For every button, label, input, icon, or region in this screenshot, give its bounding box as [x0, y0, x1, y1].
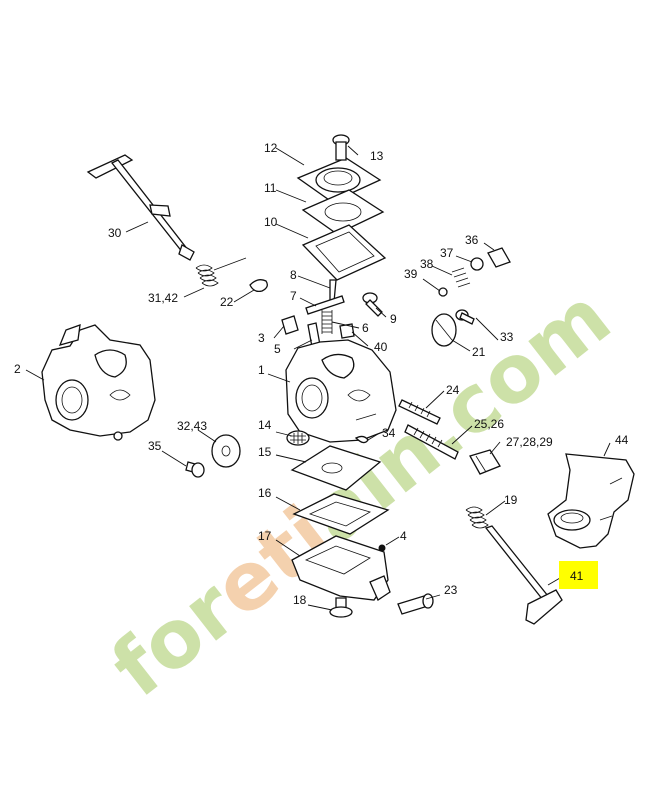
part-screw-9 [362, 292, 383, 317]
part-screw-23 [397, 593, 434, 615]
part-screen-40 [339, 323, 355, 339]
part-ball-39 [438, 287, 448, 297]
leader-lines [25, 145, 611, 611]
part-screw-13 [332, 134, 350, 161]
part-lever-7 [305, 295, 345, 315]
part-screw-18 [329, 597, 353, 618]
part-clip-22 [249, 279, 268, 293]
callout-7: 7 [290, 289, 297, 303]
callout-5: 5 [274, 342, 281, 356]
part-screw-33 [455, 309, 475, 325]
part-cover-17 [291, 535, 391, 601]
callout-18: 18 [293, 593, 307, 607]
callout-33: 33 [500, 330, 514, 344]
callout-1: 1 [258, 363, 265, 377]
part-adjusting-screw-25 [404, 424, 459, 460]
part-spring-6 [321, 310, 333, 334]
callout-16: 16 [258, 486, 272, 500]
callout-12: 12 [264, 141, 278, 155]
callout-2: 2 [14, 362, 21, 376]
part-screw-35 [185, 461, 205, 478]
callout-24: 24 [446, 383, 460, 397]
callout-labels: 12 13 11 10 30 8 31,42 22 7 9 6 3 5 40 2… [14, 141, 629, 607]
callout-4: 4 [400, 529, 407, 543]
callout-34: 34 [382, 426, 396, 440]
callout-11: 11 [264, 181, 277, 195]
callout-35: 35 [148, 439, 162, 453]
part-carburetor-left [41, 324, 156, 441]
svg-text:foretiain.com: foretiain.com [94, 270, 627, 715]
part-gasket-10 [301, 224, 387, 281]
callout-31-42: 31,42 [148, 291, 178, 305]
callout-3: 3 [258, 331, 265, 345]
part-spring-38 [451, 267, 471, 288]
callout-25-26: 25,26 [474, 417, 504, 431]
callout-21: 21 [472, 345, 486, 359]
part-plug-3 [281, 315, 299, 335]
part-spring-31 [195, 257, 247, 287]
part-carburetor-body [285, 339, 397, 443]
part-ring-37 [470, 257, 484, 271]
part-diaphragm-11 [301, 189, 385, 235]
callout-39: 39 [404, 267, 418, 281]
callout-30: 30 [108, 226, 122, 240]
callout-32-43: 32,43 [177, 419, 207, 433]
callout-17: 17 [258, 529, 272, 543]
callout-13: 13 [370, 149, 384, 163]
part-spring-19 [465, 506, 489, 529]
callout-14: 14 [258, 418, 272, 432]
part-throttle-shaft [86, 154, 195, 261]
callout-44: 44 [615, 433, 629, 447]
callout-6: 6 [362, 321, 369, 335]
part-diaphragm-16 [292, 493, 390, 535]
part-pump-cover-12 [296, 157, 382, 203]
part-adjusting-screw-24 [398, 399, 441, 425]
callout-23: 23 [444, 583, 458, 597]
part-bracket-44 [547, 453, 635, 549]
callout-8: 8 [290, 268, 297, 282]
part-gasket-15 [290, 445, 382, 491]
part-screen-14 [286, 430, 310, 446]
part-pump-cover-32 [211, 434, 241, 468]
callout-36: 36 [465, 233, 479, 247]
highlight-box-41 [559, 561, 598, 589]
part-limiter-cap-27 [469, 449, 501, 475]
callout-15: 15 [258, 445, 272, 459]
part-choke-shaft-41 [484, 525, 563, 625]
callout-41: 41 [570, 569, 584, 583]
callout-40: 40 [374, 340, 388, 354]
callout-9: 9 [390, 312, 397, 326]
callout-37: 37 [440, 246, 454, 260]
callout-27-28-29: 27,28,29 [506, 435, 553, 449]
watermark: foretiain.com [94, 270, 627, 715]
part-disc-21 [431, 313, 457, 347]
callout-22: 22 [220, 295, 234, 309]
callout-10: 10 [264, 215, 278, 229]
callout-19: 19 [504, 493, 518, 507]
part-cap-36 [487, 247, 511, 268]
callout-38: 38 [420, 257, 434, 271]
